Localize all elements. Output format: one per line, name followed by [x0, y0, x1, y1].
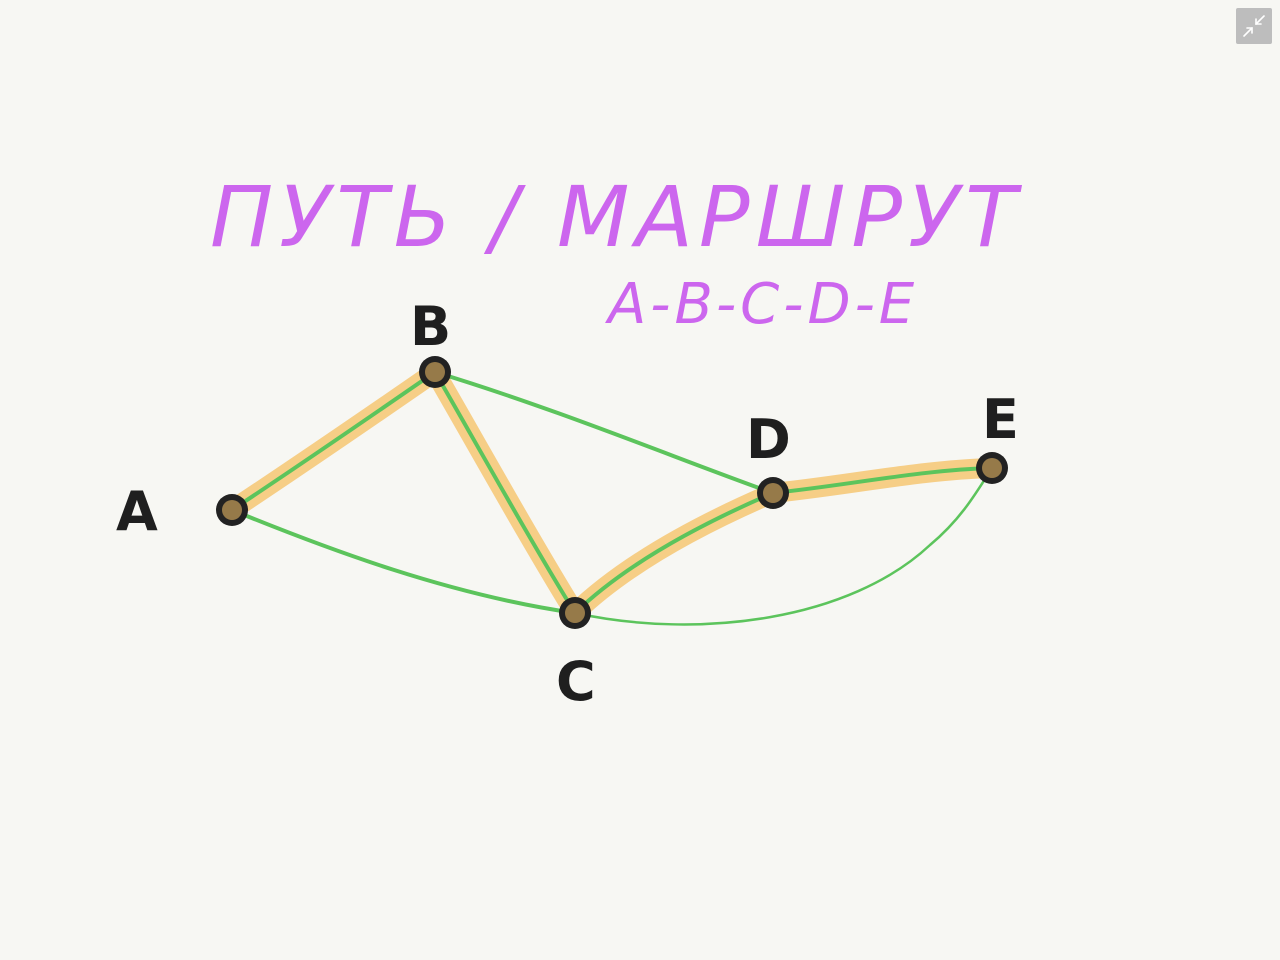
node-label-E: E [982, 388, 1019, 451]
edge-A-C [230, 508, 577, 615]
node-highlight-C [565, 603, 585, 623]
edge-A-B [230, 370, 437, 512]
node-highlight-D [763, 483, 783, 503]
path-highlight-C-D [565, 483, 783, 623]
edge-B-D [433, 370, 775, 495]
node-label-A: A [116, 480, 158, 543]
diagram-title: ПУТЬ / МАРШРУТ [210, 168, 1023, 266]
node-highlight-A [222, 500, 242, 520]
node-layer [216, 356, 1008, 629]
edge-C-E [573, 466, 994, 626]
route-sequence: A-B-C-D-E [608, 272, 919, 337]
node-highlight-B [425, 362, 445, 382]
path-highlight-layer [222, 362, 1002, 623]
collapse-arrows-icon [1243, 15, 1265, 37]
node-label-B: B [410, 295, 451, 358]
node-label-C: C [556, 650, 596, 713]
collapse-button[interactable] [1236, 8, 1272, 44]
edge-C-D [573, 491, 775, 615]
node-label-D: D [746, 408, 791, 471]
edge-B-C [433, 370, 577, 615]
edge-D-E [771, 466, 994, 495]
node-highlight-E [982, 458, 1002, 478]
edge-layer [230, 370, 994, 626]
label-layer: A B C D E [116, 295, 1019, 713]
